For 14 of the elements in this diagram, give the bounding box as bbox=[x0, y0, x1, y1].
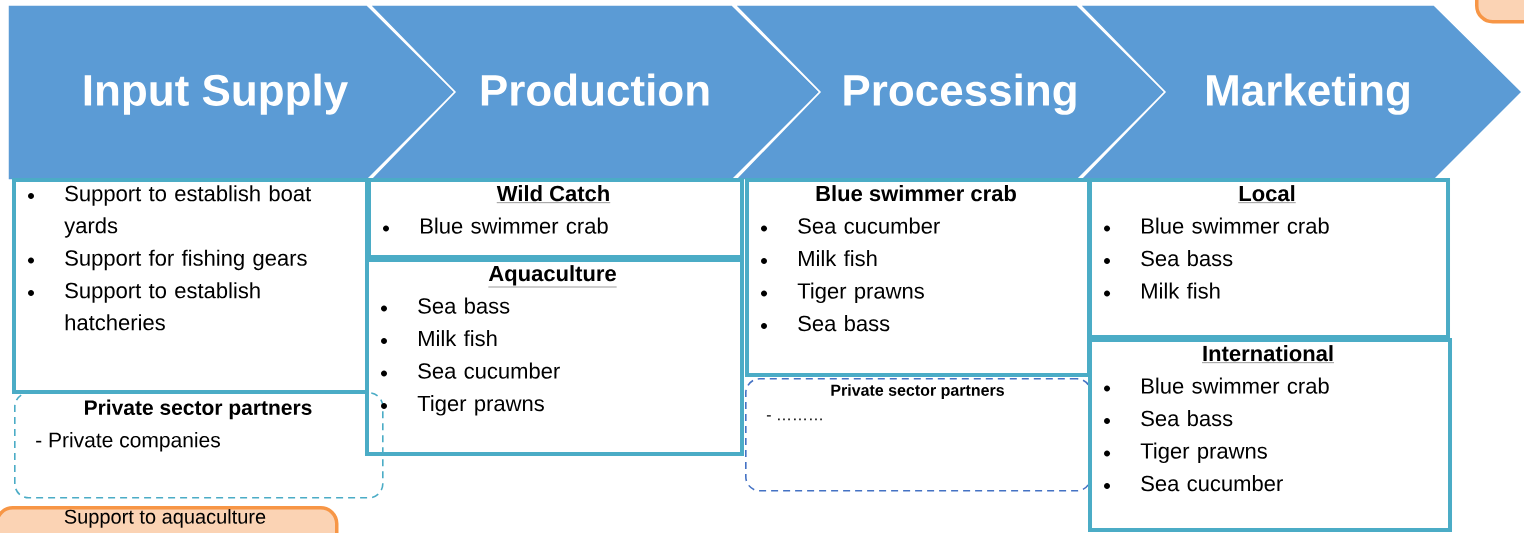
list-box: Blue swimmer crab Sea cucumber Milk fish Tiger prawns Sea bass bbox=[745, 178, 1091, 377]
list-box: Support to establish boat yards Support for fishing gears Support to establish hatcheries bbox=[12, 178, 369, 394]
node-label: Marketing bbox=[1207, 73, 1409, 115]
list-box: Local Blue swimmer crab Sea bass Milk fish bbox=[1088, 178, 1450, 339]
chevron-step: Production bbox=[368, 4, 822, 181]
list-box: International Blue swimmer crab Sea bass Tiger prawns Sea cucumber bbox=[1088, 338, 1452, 532]
chevron-step: Processing bbox=[733, 4, 1167, 181]
partner-box: Private sector partners - Private companies bbox=[14, 392, 384, 499]
rounded-box bbox=[1475, 0, 1524, 24]
list-box: Aquaculture Sea bass Milk fish Sea cucumber Tiger prawns bbox=[365, 258, 744, 456]
list-box: Wild Catch Blue swimmer crab bbox=[367, 178, 744, 259]
rounded-box: Support to aquaculture bbox=[0, 506, 339, 533]
partner-box: Private sector partners - ……… bbox=[745, 378, 1092, 492]
chevron-step: Marketing bbox=[1078, 4, 1524, 181]
